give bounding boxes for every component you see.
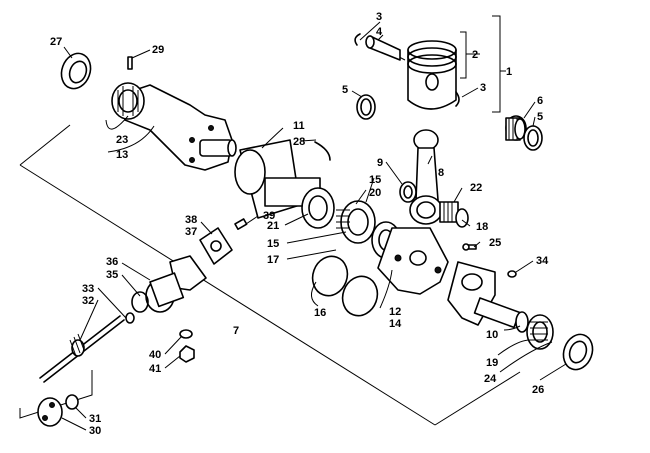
bolt-40 [179, 329, 195, 363]
callout-36: 36 [106, 256, 118, 268]
callout-8: 8 [438, 167, 444, 179]
callout-27: 27 [50, 36, 62, 48]
pin-29 [127, 56, 133, 70]
callout-2: 2 [472, 49, 478, 61]
callout-14: 14 [389, 318, 402, 330]
crank-half-right-12 [377, 227, 449, 295]
piston-1 [365, 35, 457, 110]
callout-34: 34 [536, 255, 549, 267]
gasket-37 [199, 218, 248, 265]
bearing-21 [301, 187, 335, 229]
callout-10: 10 [486, 329, 498, 341]
rings-16 [311, 255, 379, 317]
housing-35 [125, 255, 207, 324]
shaft-32 [39, 315, 125, 383]
callout-26: 26 [532, 384, 544, 396]
circlips-3 [354, 33, 460, 107]
callout-18: 18 [476, 221, 488, 233]
seal-26 [562, 333, 594, 371]
callout-38: 38 [185, 214, 197, 226]
screw-25 [462, 243, 477, 251]
callout-7: 7 [233, 325, 239, 337]
callout-15-top: 15 [369, 174, 381, 186]
callout-labels: 1 2 3 3 4 5 5 6 7 8 9 10 11 12 13 14 15 … [50, 11, 549, 437]
callout-6: 6 [537, 95, 543, 107]
callout-23: 23 [116, 134, 128, 146]
callout-40: 40 [149, 349, 161, 361]
callout-29: 29 [152, 44, 164, 56]
callout-4: 4 [376, 26, 383, 38]
seal-27 [60, 52, 92, 90]
callout-16: 16 [314, 307, 326, 319]
callout-31: 31 [89, 413, 101, 425]
callout-28: 28 [293, 136, 305, 148]
thrust-washer-5 [356, 94, 376, 120]
callout-15-bottom: 15 [267, 238, 279, 250]
callout-22: 22 [470, 182, 482, 194]
callout-9: 9 [377, 157, 383, 169]
callout-3-top: 3 [376, 11, 382, 23]
callout-37: 37 [185, 226, 197, 238]
callout-33: 33 [82, 283, 94, 295]
callout-30: 30 [89, 425, 101, 437]
callout-17: 17 [267, 254, 279, 266]
needle-bearing-6 [505, 115, 543, 151]
callout-5-right: 5 [537, 111, 543, 123]
crank-end-10 [447, 261, 554, 350]
crankpin-bearing-22 [439, 201, 469, 228]
callout-12: 12 [389, 306, 401, 318]
crank-center-11 [234, 139, 331, 219]
washer-9 [399, 181, 417, 203]
callout-3-right: 3 [480, 82, 486, 94]
callout-20: 20 [369, 187, 381, 199]
callout-13: 13 [116, 149, 128, 161]
callout-19: 19 [486, 357, 498, 369]
callout-25: 25 [489, 237, 501, 249]
pin-34 [507, 270, 517, 278]
leader-lines [61, 15, 567, 431]
callout-5-left: 5 [342, 84, 348, 96]
connecting-rod-8 [409, 129, 443, 225]
callout-21: 21 [267, 220, 279, 232]
nut-30 [37, 394, 79, 427]
callout-41: 41 [149, 363, 161, 375]
axis-lines [19, 124, 521, 426]
callout-1: 1 [506, 66, 512, 78]
callout-24: 24 [484, 373, 497, 385]
callout-39: 39 [263, 210, 275, 222]
callout-35: 35 [106, 269, 118, 281]
crank-half-left-13 [111, 82, 237, 171]
callout-32: 32 [82, 295, 94, 307]
callout-11: 11 [293, 120, 305, 132]
